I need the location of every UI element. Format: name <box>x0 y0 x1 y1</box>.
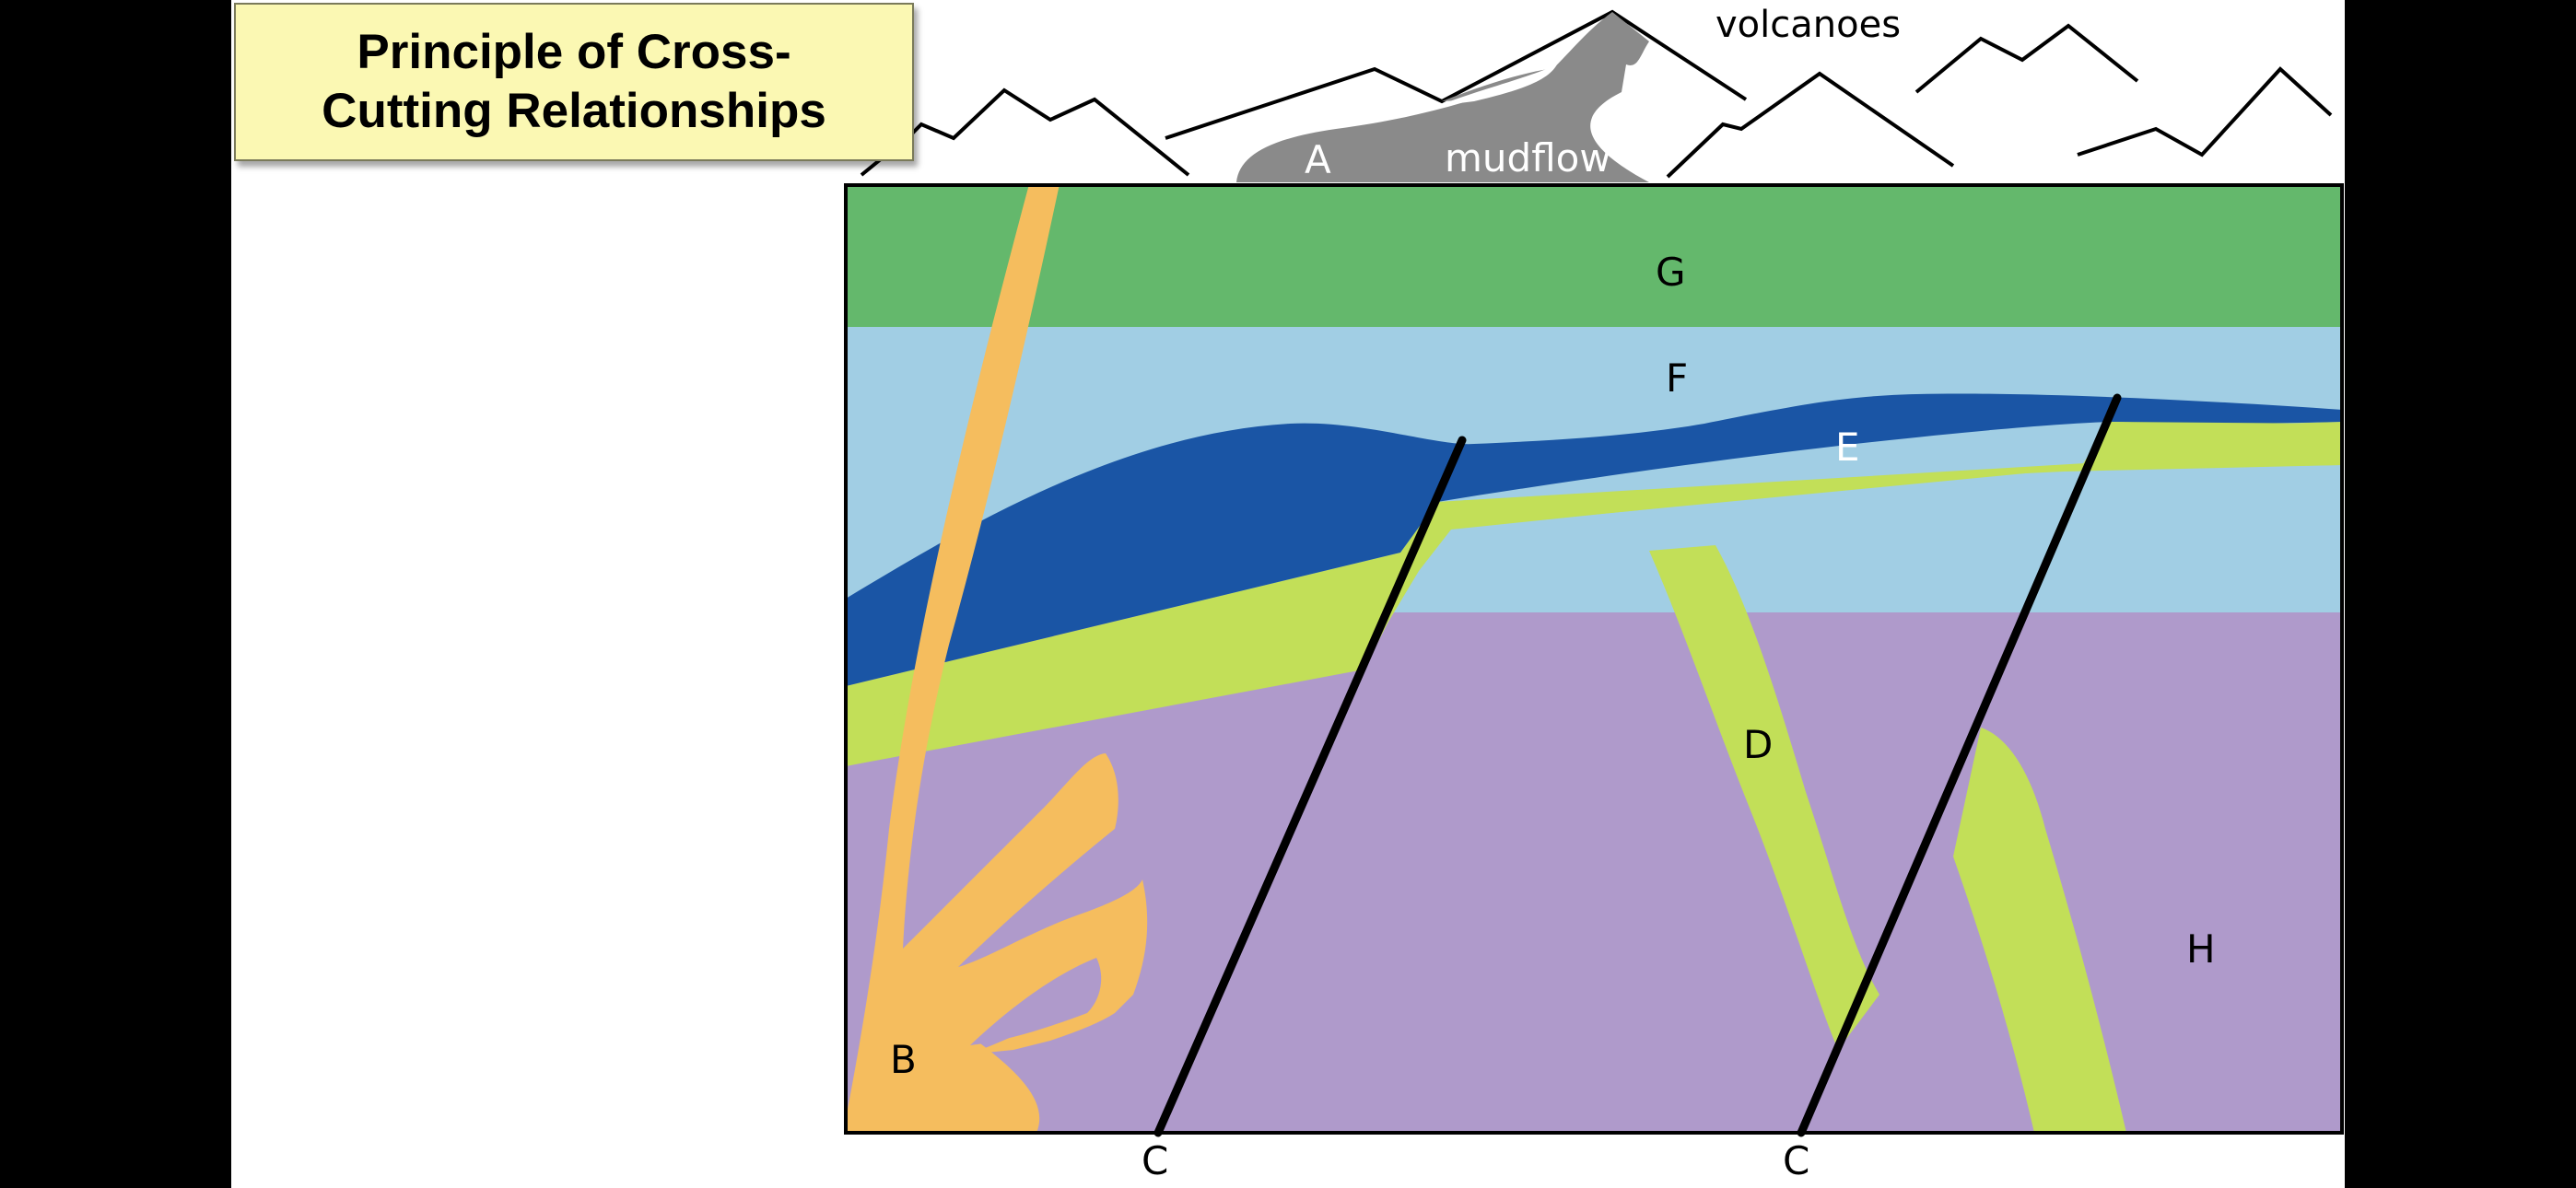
green-sill-overlay <box>846 422 2342 766</box>
intrusion-b-gap <box>970 958 1102 1045</box>
intrusion-b <box>846 184 1148 1133</box>
title-box: Principle of Cross- Cutting Relationship… <box>234 3 914 161</box>
mudflow-a-notch <box>1437 64 1557 106</box>
label-d: D <box>1743 722 1773 767</box>
mountain-ridge-3 <box>1666 71 1955 179</box>
label-a: A <box>1305 137 1331 182</box>
label-c-left: C <box>1142 1138 1168 1183</box>
label-f: F <box>1666 355 1688 401</box>
label-c-right: C <box>1783 1138 1809 1183</box>
dike-d <box>1649 545 1879 1050</box>
label-e: E <box>1835 425 1860 470</box>
fault-c-right <box>1797 393 2122 1137</box>
dike-d-lower <box>1953 728 2126 1133</box>
slide-title: Principle of Cross- Cutting Relationship… <box>322 25 826 138</box>
label-g: G <box>1656 250 1686 295</box>
label-h: H <box>2186 926 2216 972</box>
green-sill-layer-right <box>1437 460 2342 502</box>
layer-e <box>846 393 2342 686</box>
fault-c-left <box>1153 436 1467 1137</box>
label-b: B <box>890 1037 917 1082</box>
label-mudflow: mudflow <box>1445 135 1611 181</box>
mudflow-a-deposit <box>1236 12 1649 182</box>
layer-g <box>846 187 2342 327</box>
label-volcanoes: volcanoes <box>1715 4 1901 46</box>
section-outline <box>844 183 2344 1135</box>
mountain-ridge-5 <box>2077 66 2333 157</box>
mountain-ridge-4 <box>1914 23 2139 94</box>
